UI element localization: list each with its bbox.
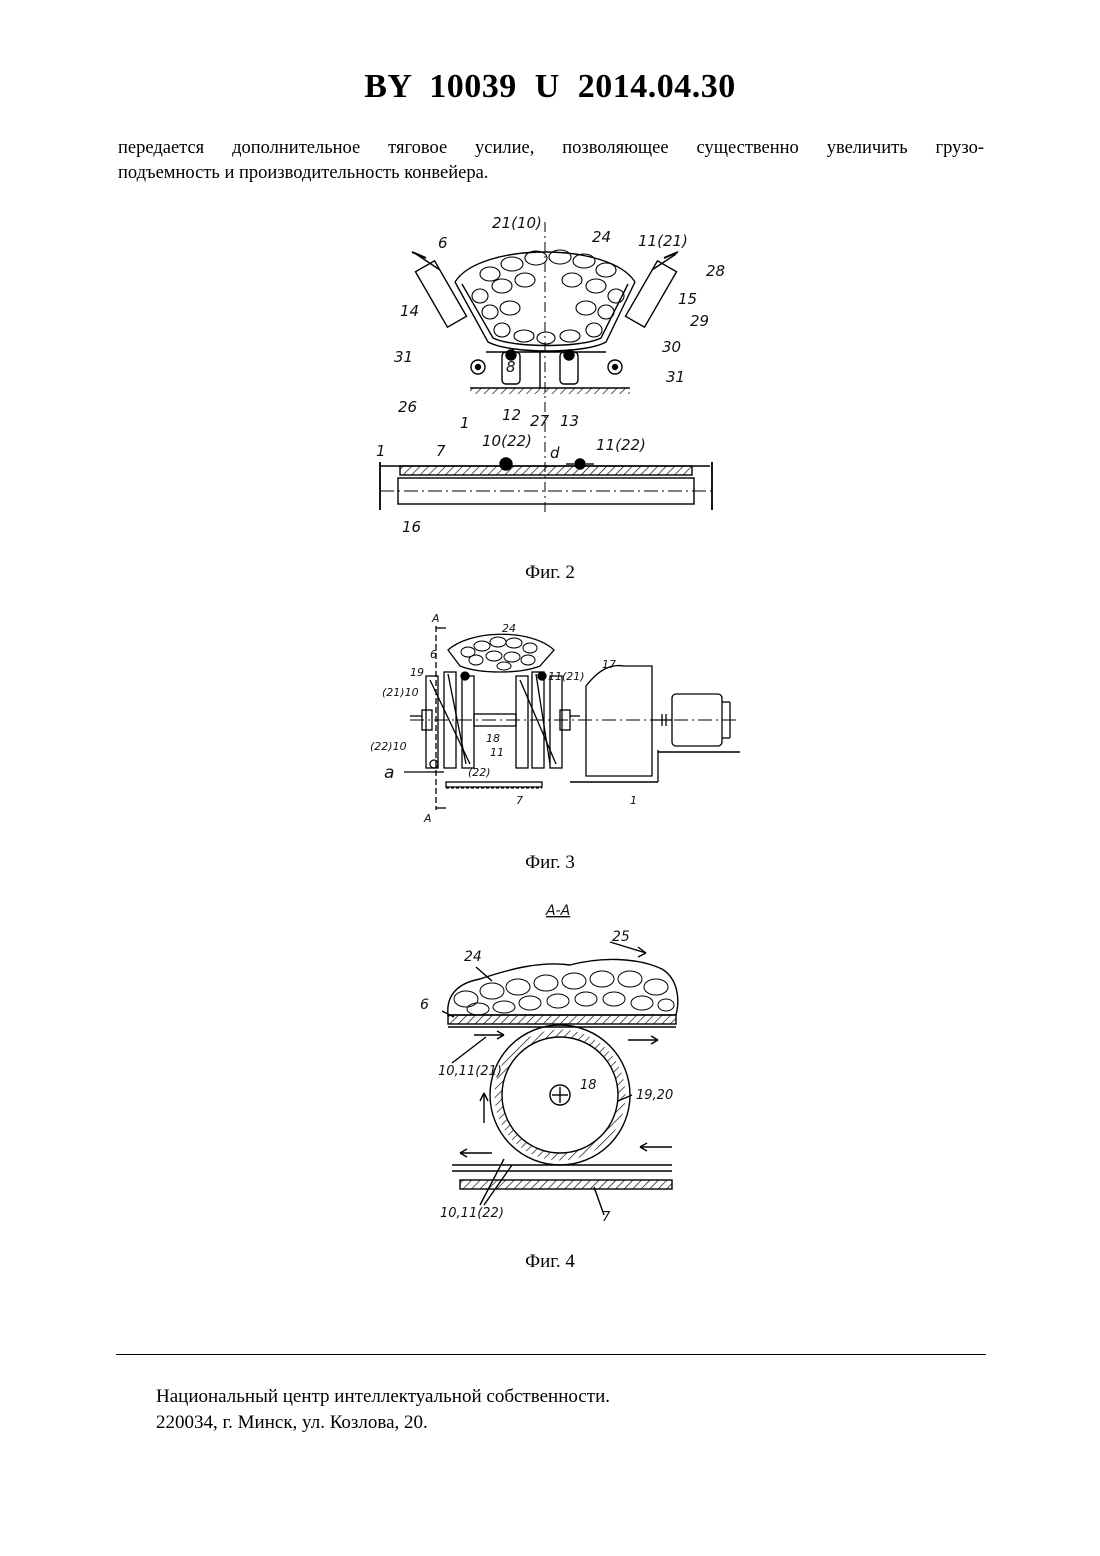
footer-line-1: Национальный центр интеллектуальной собс… <box>156 1384 610 1410</box>
label-7: 7 <box>516 794 523 807</box>
figure-3-caption: Фиг. 3 <box>0 852 1100 874</box>
label-section-AA: A-A <box>545 903 570 919</box>
label-1-lower: 1 <box>376 442 386 460</box>
label-27: 27 <box>530 412 550 430</box>
label-11: 11 <box>490 746 504 759</box>
label-10-22: 10(22) <box>482 432 532 450</box>
label-A-bottom: A <box>423 812 432 825</box>
label-25: 25 <box>612 929 630 945</box>
label-30: 30 <box>662 338 681 356</box>
label-24: 24 <box>592 228 611 246</box>
label-19: 19 <box>410 666 424 679</box>
label-12: 12 <box>502 406 521 424</box>
label-a: a <box>384 763 394 783</box>
label-24: 24 <box>464 949 482 965</box>
label-6: 6 <box>430 648 437 661</box>
label-16: 16 <box>402 518 421 536</box>
label-10-11-22: 10,11(22) <box>440 1206 504 1221</box>
label-31-left: 31 <box>394 348 413 366</box>
footer-line-2: 220034, г. Минск, ул. Козлова, 20. <box>156 1410 610 1436</box>
label-8: 8 <box>506 358 516 376</box>
label-24: 24 <box>502 622 516 635</box>
label-26: 26 <box>398 398 417 416</box>
label-19-20: 19,20 <box>636 1088 673 1103</box>
label-14: 14 <box>400 302 419 320</box>
figure-2-drawing: 21(10) 24 11(21) 6 28 14 15 29 30 31 31 … <box>360 212 740 542</box>
label-d: d <box>550 444 560 462</box>
label-13: 13 <box>560 412 579 430</box>
label-31-right: 31 <box>666 368 685 386</box>
label-17: 17 <box>602 658 616 671</box>
paragraph-line-2: подъемность и производительность конвейе… <box>118 161 984 186</box>
label-18: 18 <box>580 1078 597 1093</box>
label-22: (22) <box>468 766 491 779</box>
label-A-top: A <box>431 612 440 625</box>
label-21-10: 21(10) <box>492 214 542 232</box>
label-7: 7 <box>436 442 446 460</box>
label-1: 1 <box>460 414 470 432</box>
label-7: 7 <box>602 1210 611 1225</box>
label-15: 15 <box>678 290 697 308</box>
label-6: 6 <box>438 234 448 252</box>
load-stones <box>472 250 624 344</box>
figure-3-drawing: A 24 6 17 19 (21)10 11(21) (22)10 18 11 … <box>360 610 750 825</box>
label-10-11-21: 10,11(21) <box>438 1064 502 1079</box>
footer-divider <box>116 1354 986 1355</box>
label-28: 28 <box>706 262 725 280</box>
label-1: 1 <box>630 794 637 807</box>
label-18: 18 <box>486 732 500 745</box>
label-6: 6 <box>420 997 429 1013</box>
publisher-footer: Национальный центр интеллектуальной собс… <box>156 1384 610 1436</box>
body-paragraph: передается дополнительное тяговое усилие… <box>118 136 984 186</box>
paragraph-line-1: передается дополнительное тяговое усилие… <box>118 136 984 161</box>
figure-2-caption: Фиг. 2 <box>0 562 1100 584</box>
label-11-21: 11(21) <box>638 232 688 250</box>
figure-4-caption: Фиг. 4 <box>0 1251 1100 1273</box>
label-21-10: (21)10 <box>382 686 419 699</box>
figure-4-drawing: A-A 25 24 6 10,11(21) 18 19,20 10,11(22)… <box>400 895 700 1230</box>
label-22-10: (22)10 <box>370 740 407 753</box>
label-29: 29 <box>690 312 709 330</box>
label-11-22: 11(22) <box>596 436 646 454</box>
label-11-21: 11(21) <box>548 670 585 683</box>
patent-header: BY 10039 U 2014.04.30 <box>0 68 1100 106</box>
